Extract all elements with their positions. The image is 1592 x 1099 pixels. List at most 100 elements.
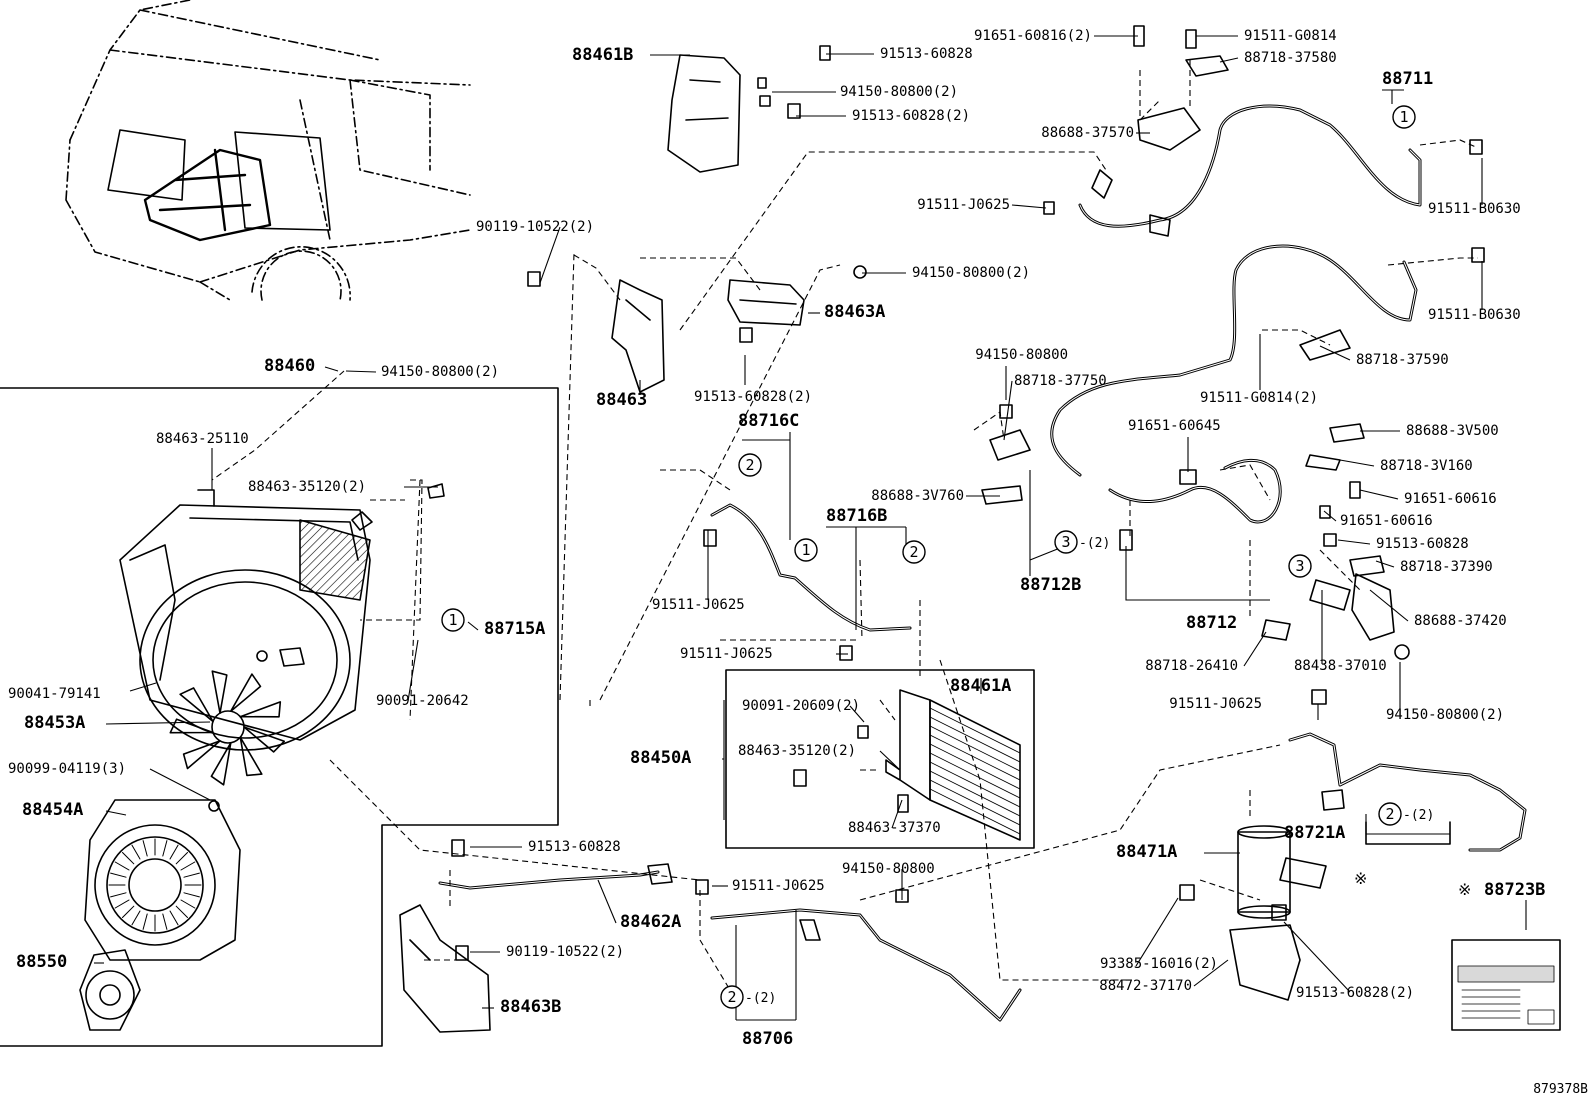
alignment-line [1262, 329, 1331, 346]
part-label-88718-37580: 88718-37580 [1244, 50, 1337, 66]
note-mark: ※ [1458, 880, 1471, 899]
part-label-91511-J0625-d: 91511-J0625 [1169, 696, 1262, 712]
part-label-91513-60828-e: 91513-60828 [528, 839, 621, 855]
bolt-91511-J0625 [1311, 689, 1327, 705]
leader-line [149, 768, 211, 801]
leader-line [1125, 546, 1270, 601]
part-label-90041-79141: 90041-79141 [8, 686, 101, 702]
part-label-88463-35120-a: 88463-35120(2) [248, 479, 366, 495]
part-label-88716B: 88716B [826, 506, 887, 526]
part-label-94150-80800-a: 94150-80800(2) [840, 84, 958, 100]
leader-line [1219, 57, 1239, 63]
bracket-88688-3V760 [981, 485, 1023, 505]
alignment-line [859, 559, 863, 641]
part-label-88462A: 88462A [620, 912, 681, 932]
part-label-91511-J0625-e: 91511-J0625 [732, 878, 825, 894]
fan-motor-88454A [84, 799, 241, 961]
bolts [1133, 25, 1197, 49]
part-label-88688-3V500: 88688-3V500 [1406, 423, 1499, 439]
leader-line [879, 750, 901, 771]
alignment-line [939, 659, 1130, 981]
clip-88463-35120 [793, 769, 807, 787]
part-label-94150-80800-e: 94150-80800(2) [1386, 707, 1504, 723]
leader-line [1319, 345, 1351, 361]
part-label-91651-60616-b: 91651-60616 [1340, 513, 1433, 529]
shroud-clip [351, 511, 373, 531]
receiver-hose-bracket [1365, 821, 1451, 845]
part-label-91513-60828-f: 91513-60828(2) [1296, 985, 1414, 1001]
fan-motor-88550 [79, 949, 141, 1031]
fan-assembly-frame [0, 387, 559, 1047]
leader-line [1011, 204, 1047, 209]
part-label-90119-10522-a: 90119-10522(2) [476, 219, 594, 235]
leader-line [1359, 489, 1399, 500]
bolt-91513-60828 [787, 45, 831, 119]
alignment-line [973, 411, 1005, 441]
part-label-88723B: 88723B [1484, 880, 1545, 900]
note-mark: ※ [1354, 869, 1367, 888]
part-label-88472-37170: 88472-37170 [1099, 978, 1192, 994]
alignment-line [1199, 879, 1261, 901]
fittings [451, 839, 673, 885]
part-label-94150-80800-f: 94150-80800 [842, 861, 935, 877]
clamp-88718-26410 [1261, 619, 1291, 641]
bolt-91513-60828 [739, 327, 753, 343]
part-label-88461A: 88461A [950, 676, 1011, 696]
part-label-91511-J0625-a: 91511-J0625 [917, 197, 1010, 213]
alignment-line [211, 370, 345, 481]
part-label-91511-J0625-c: 91511-J0625 [680, 646, 773, 662]
part-label-88461B: 88461B [572, 45, 633, 65]
part-label-88688-3V760: 88688-3V760 [871, 488, 964, 504]
switches [1319, 481, 1361, 547]
leader-line [129, 682, 157, 692]
leader-line [826, 526, 907, 630]
bracket-88688-37420 [1351, 573, 1395, 641]
diagram-code: 879378B [1533, 1082, 1588, 1097]
fittings [695, 879, 909, 941]
callout-2: 2 [738, 453, 762, 477]
part-labels: 88461B 91513-60828 94150-80800(2) 91513-608… [8, 28, 1545, 1049]
leader-line [849, 705, 865, 723]
part-label-90091-20609: 90091-20609(2) [742, 698, 860, 714]
alignment-line [679, 151, 1107, 331]
hose-fitting [1321, 789, 1345, 811]
leader-line [1382, 89, 1404, 104]
alignment-line [1419, 139, 1479, 149]
leader-line [722, 700, 725, 820]
leader-line [1003, 380, 1013, 441]
part-label-88463-35120-b: 88463-35120(2) [738, 743, 856, 759]
bracket-88438-37010 [1309, 579, 1351, 611]
bracket-88688-37570 [1137, 107, 1201, 151]
alignment-line [1219, 464, 1271, 501]
ac-piping-location [143, 148, 272, 242]
bracket-88463-37370 [897, 794, 909, 813]
part-label-90091-20642: 90091-20642 [376, 693, 469, 709]
nut-90041-79141 [256, 650, 268, 662]
alignment-line [360, 479, 423, 621]
pipe-88712-core [1109, 459, 1281, 523]
part-drawings [0, 0, 1561, 1047]
callout-1: 1 [1392, 105, 1416, 129]
part-label-94150-80800-b: 94150-80800(2) [912, 265, 1030, 281]
leader-line [539, 226, 561, 284]
svg-text:-(2): -(2) [1079, 536, 1110, 551]
clamp-88718-37580 [1185, 55, 1229, 77]
part-label-88711: 88711 [1382, 69, 1433, 89]
hose-88716-core [711, 504, 911, 631]
alignment-line [329, 759, 701, 881]
clamp-88718-37750 [989, 404, 1031, 461]
leader-line [1375, 560, 1395, 568]
alignment-line [1139, 70, 1161, 122]
leader-line [1029, 470, 1061, 576]
part-label-91513-60828-a: 91513-60828 [880, 46, 973, 62]
leader-line [105, 721, 211, 725]
leader-line [407, 639, 419, 702]
part-label-91651-60616-a: 91651-60616 [1404, 491, 1497, 507]
alignment-line [859, 744, 1281, 901]
leader-lines [94, 35, 1527, 1021]
discharge-hose-88711-core [1079, 105, 1421, 227]
leader-line [1135, 897, 1179, 967]
part-label-88718-26410: 88718-26410 [1145, 658, 1238, 674]
part-label-91651-60816: 91651-60816(2) [974, 28, 1092, 44]
